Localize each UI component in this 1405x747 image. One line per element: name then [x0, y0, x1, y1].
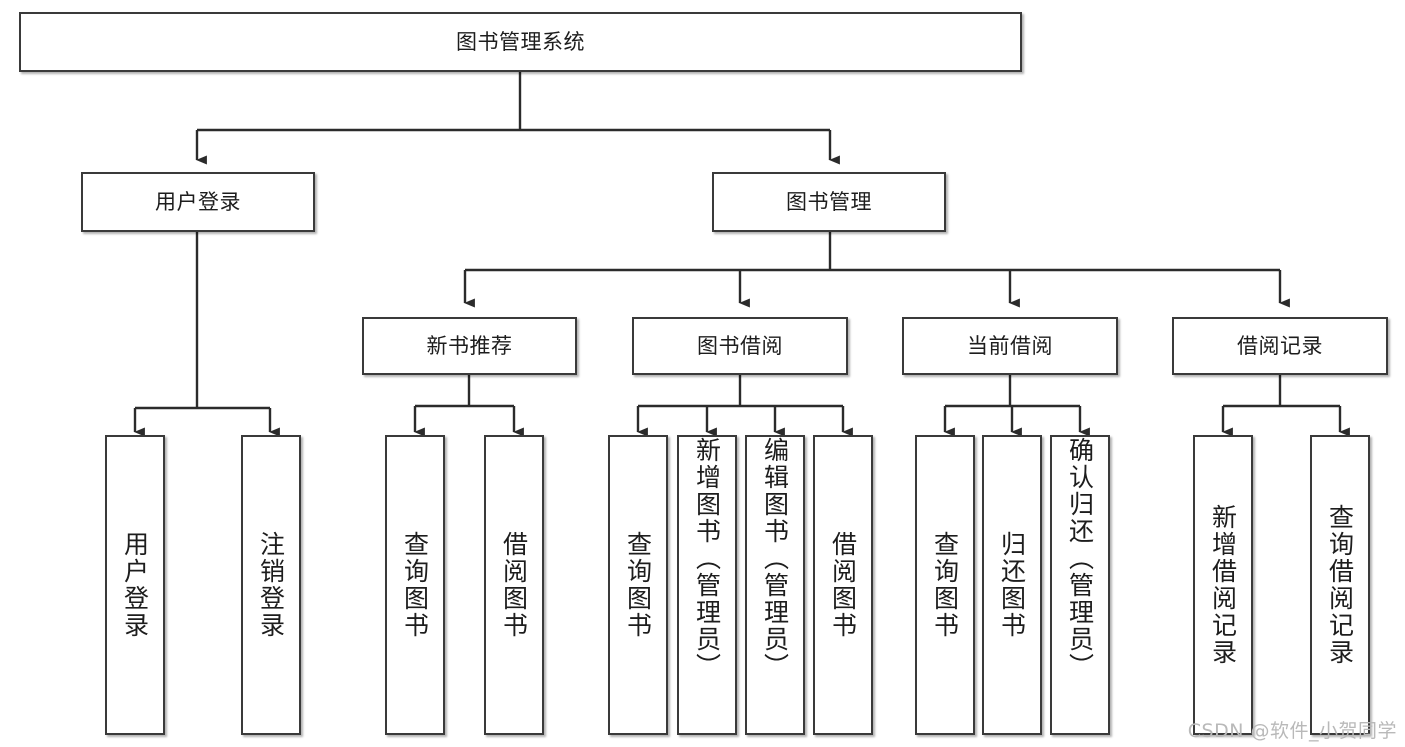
leaf-edit-book-admin-label: 编辑图书（管理员） — [760, 437, 790, 680]
leaf-confirm-return-admin-label: 确认归还（管理员） — [1065, 437, 1095, 680]
leaf-edit-book-admin[interactable]: 编辑图书（管理员） — [745, 435, 805, 735]
leaf-confirm-return-admin[interactable]: 确认归还（管理员） — [1050, 435, 1110, 735]
node-book-management-label: 图书管理 — [786, 189, 872, 214]
leaf-user-login[interactable]: 用户登录 — [105, 435, 165, 735]
node-user-login[interactable]: 用户登录 — [81, 172, 315, 232]
node-book-borrow[interactable]: 图书借阅 — [632, 317, 848, 375]
leaf-borrow-book-recommend-label: 借阅图书 — [499, 531, 529, 639]
node-book-management[interactable]: 图书管理 — [712, 172, 946, 232]
leaf-add-borrow-record-label: 新增借阅记录 — [1208, 504, 1238, 666]
node-book-borrow-label: 图书借阅 — [697, 333, 783, 358]
leaf-logout-label: 注销登录 — [256, 531, 286, 639]
leaf-query-book-borrow-label: 查询图书 — [623, 531, 653, 639]
leaf-add-book-admin-label: 新增图书（管理员） — [692, 437, 722, 680]
node-borrow-record-label: 借阅记录 — [1237, 333, 1323, 358]
leaf-borrow-book[interactable]: 借阅图书 — [813, 435, 873, 735]
leaf-logout[interactable]: 注销登录 — [241, 435, 301, 735]
node-current-borrow[interactable]: 当前借阅 — [902, 317, 1118, 375]
node-root-label: 图书管理系统 — [456, 29, 585, 54]
leaf-return-book-label: 归还图书 — [997, 531, 1027, 639]
leaf-query-borrow-record[interactable]: 查询借阅记录 — [1310, 435, 1370, 735]
watermark: CSDN @软件_小贺同学 — [1187, 720, 1397, 742]
node-borrow-record[interactable]: 借阅记录 — [1172, 317, 1388, 375]
node-new-book-recommend-label: 新书推荐 — [426, 333, 513, 358]
leaf-borrow-book-recommend[interactable]: 借阅图书 — [484, 435, 544, 735]
node-root[interactable]: 图书管理系统 — [19, 12, 1022, 72]
leaf-query-book-current[interactable]: 查询图书 — [915, 435, 975, 735]
leaf-user-login-label: 用户登录 — [120, 531, 150, 639]
leaf-query-borrow-record-label: 查询借阅记录 — [1325, 504, 1355, 666]
leaf-query-book-current-label: 查询图书 — [930, 531, 960, 639]
node-current-borrow-label: 当前借阅 — [967, 333, 1053, 358]
leaf-borrow-book-label: 借阅图书 — [828, 531, 858, 639]
leaf-query-book-recommend-label: 查询图书 — [400, 531, 430, 639]
leaf-query-book-borrow[interactable]: 查询图书 — [608, 435, 668, 735]
node-user-login-label: 用户登录 — [155, 189, 241, 214]
leaf-add-book-admin[interactable]: 新增图书（管理员） — [677, 435, 737, 735]
leaf-return-book[interactable]: 归还图书 — [982, 435, 1042, 735]
node-new-book-recommend[interactable]: 新书推荐 — [362, 317, 577, 375]
leaf-add-borrow-record[interactable]: 新增借阅记录 — [1193, 435, 1253, 735]
leaf-query-book-recommend[interactable]: 查询图书 — [385, 435, 445, 735]
